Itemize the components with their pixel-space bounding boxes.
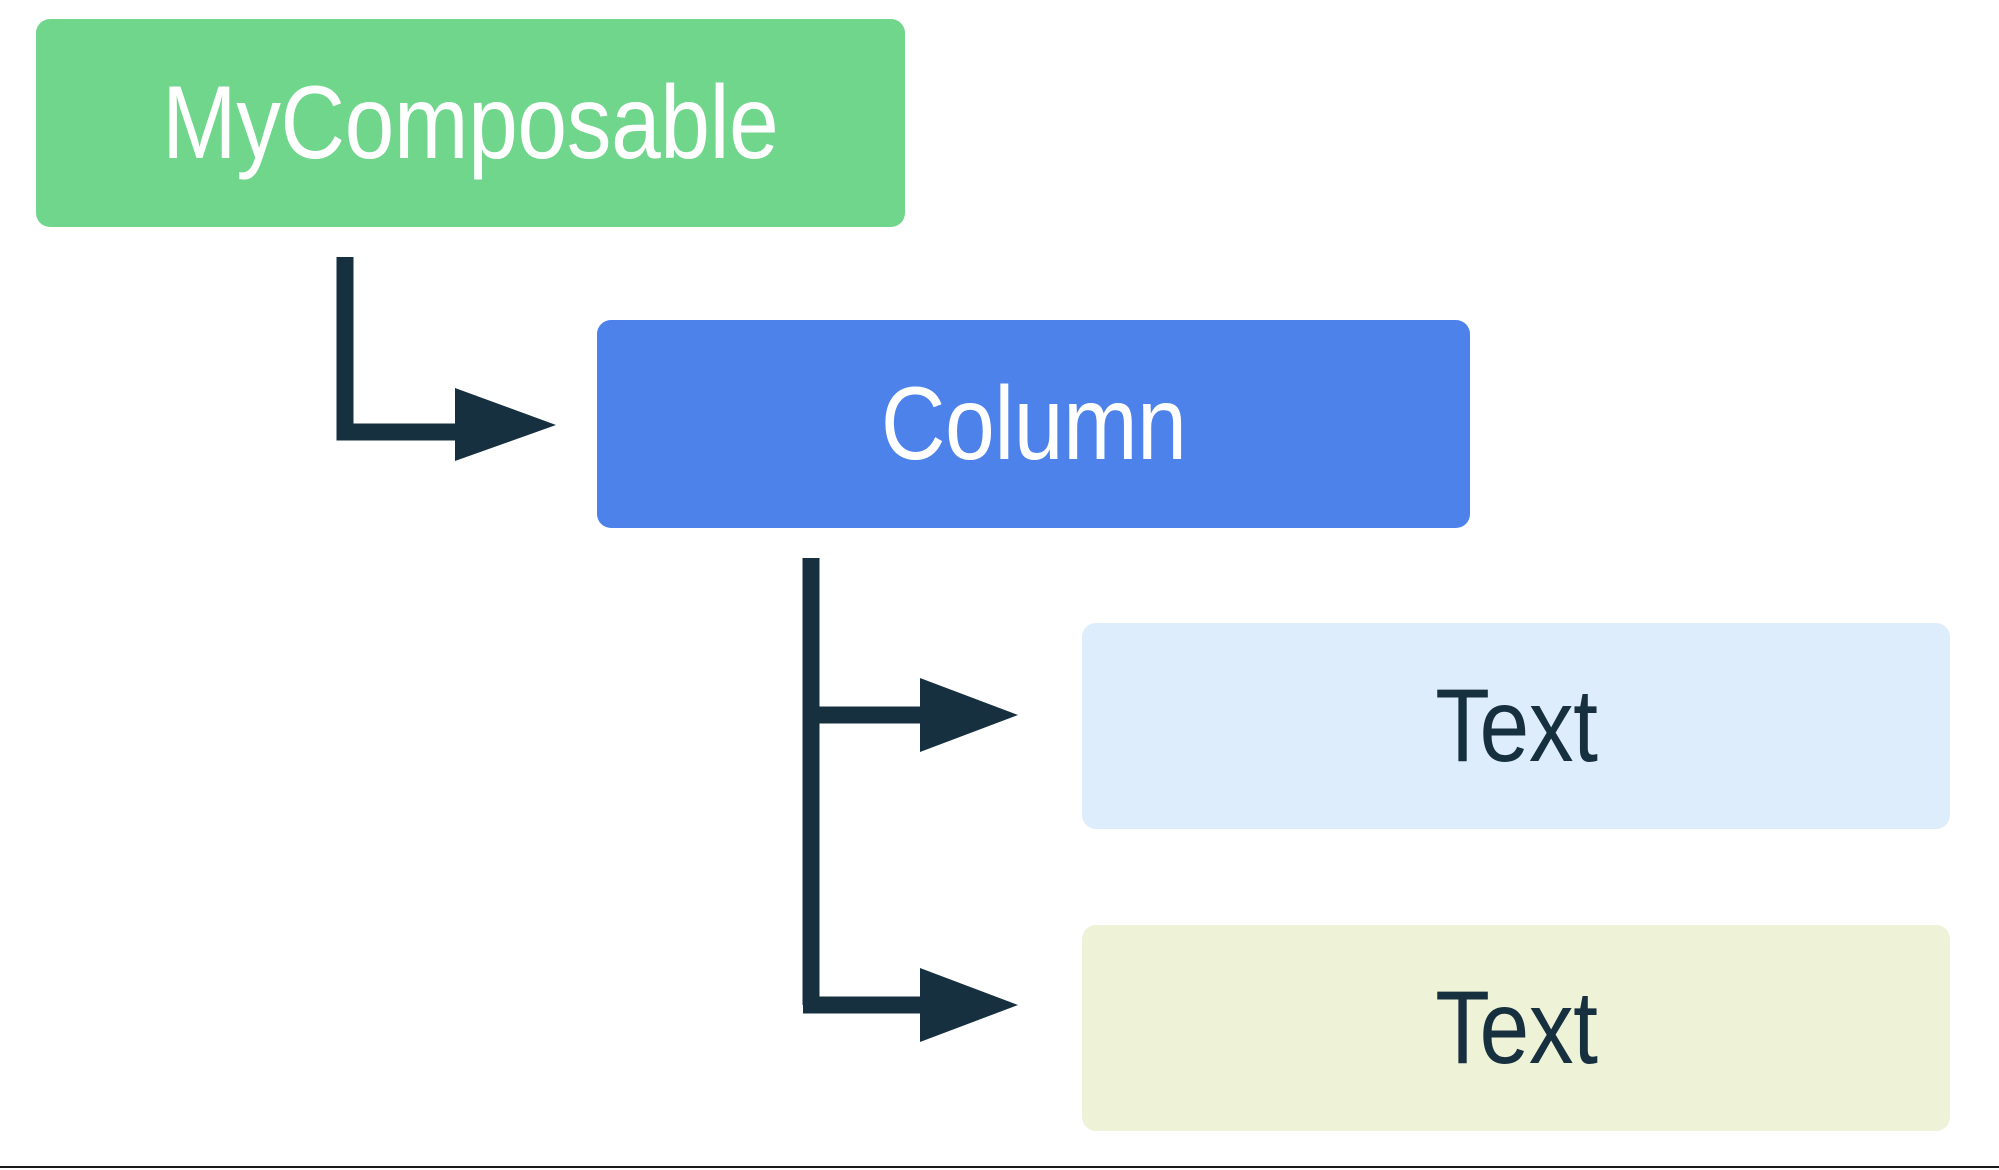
node-column-label: Column: [880, 366, 1187, 482]
edge-column-to-text-2-arrowhead: [920, 968, 1018, 1042]
node-text-first[interactable]: Text: [1082, 623, 1950, 829]
edge-column-to-text-2: [803, 968, 1018, 1042]
node-text-second[interactable]: Text: [1082, 925, 1950, 1131]
node-text-first-label: Text: [1434, 668, 1598, 784]
edge-root-to-column-line: [336, 257, 460, 441]
node-my-composable-label: MyComposable: [162, 65, 779, 181]
edge-root-to-column: [336, 257, 556, 461]
edge-column-to-text-1: [803, 678, 1018, 752]
node-column[interactable]: Column: [597, 320, 1470, 528]
edge-root-to-column-arrowhead: [455, 388, 556, 461]
node-text-second-label: Text: [1434, 970, 1598, 1086]
node-my-composable[interactable]: MyComposable: [36, 19, 905, 227]
edge-column-to-text-1-arrowhead: [920, 678, 1018, 752]
bottom-divider: [0, 1166, 1999, 1168]
